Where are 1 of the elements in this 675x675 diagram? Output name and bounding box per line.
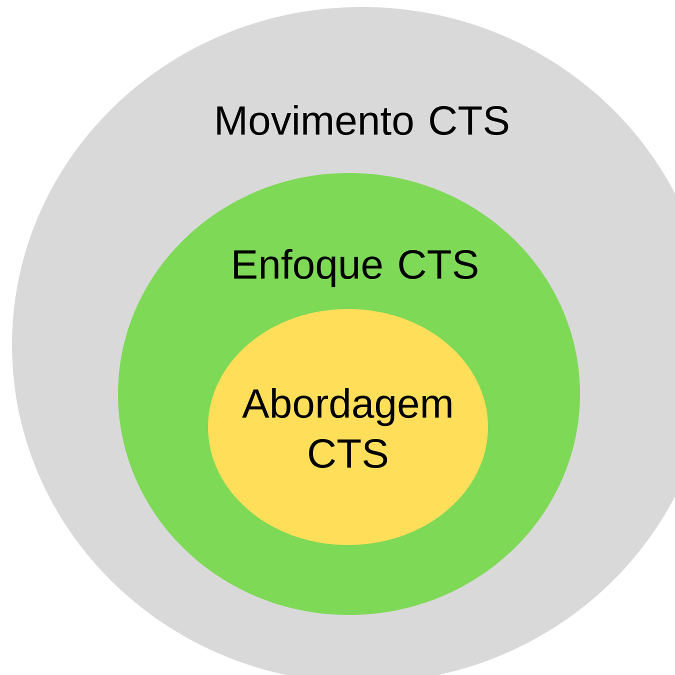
- circle-band: Abordagem CTS: [208, 309, 488, 545]
